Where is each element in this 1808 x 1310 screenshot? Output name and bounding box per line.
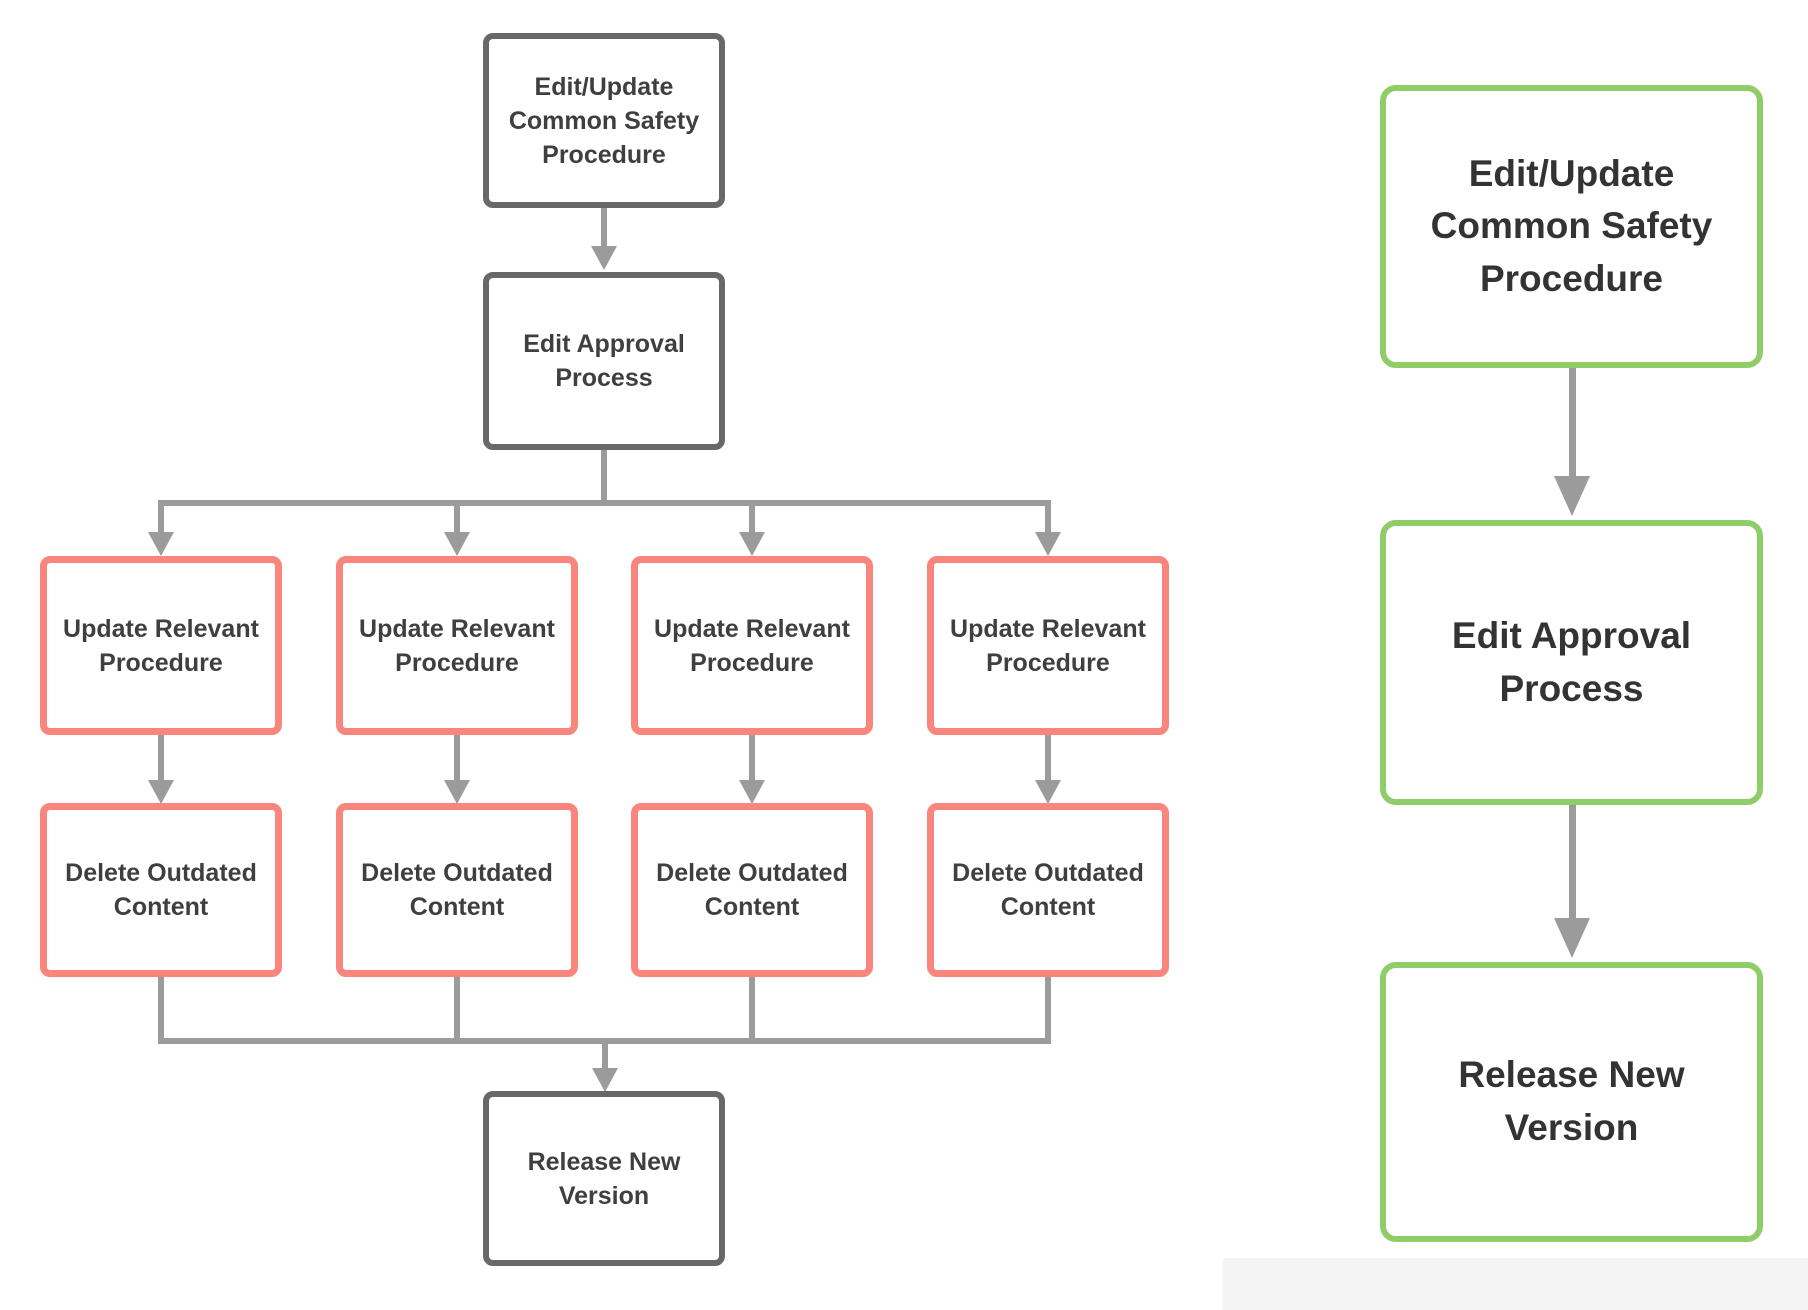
node-edit-update-common-safety-procedure: Edit/Update Common Safety Procedure bbox=[483, 33, 725, 208]
connector-start-to-approval bbox=[601, 208, 607, 248]
connector-branch-drop-3 bbox=[749, 503, 755, 534]
node-release-new-version: Release New Version bbox=[483, 1091, 725, 1266]
node-update-relevant-procedure-2: Update Relevant Procedure bbox=[336, 556, 578, 735]
connector-branch-drop-4 bbox=[1045, 503, 1051, 534]
connector-merge-stub-4 bbox=[1045, 977, 1051, 1044]
arrowhead-icon bbox=[592, 1068, 618, 1092]
arrowhead-icon bbox=[739, 780, 765, 804]
node-delete-outdated-content-4: Delete Outdated Content bbox=[927, 803, 1169, 977]
node-update-relevant-procedure-1: Update Relevant Procedure bbox=[40, 556, 282, 735]
connector-branch-drop-1 bbox=[158, 503, 164, 534]
connector-merge-stub-1 bbox=[158, 977, 164, 1044]
connector-branch-line bbox=[158, 500, 1051, 506]
node-delete-outdated-content-2: Delete Outdated Content bbox=[336, 803, 578, 977]
right-connector-approval-to-release bbox=[1569, 805, 1576, 920]
arrowhead-icon bbox=[444, 780, 470, 804]
arrowhead-icon bbox=[1035, 780, 1061, 804]
arrowhead-icon bbox=[148, 780, 174, 804]
connector-merge-stub-3 bbox=[749, 977, 755, 1044]
arrowhead-icon bbox=[148, 532, 174, 556]
right-connector-start-to-approval bbox=[1569, 368, 1576, 478]
connector-update-to-delete-3 bbox=[749, 735, 755, 782]
arrowhead-icon bbox=[739, 532, 765, 556]
arrowhead-icon bbox=[1035, 532, 1061, 556]
connector-branch-drop-2 bbox=[454, 503, 460, 534]
connector-update-to-delete-2 bbox=[454, 735, 460, 782]
arrowhead-icon bbox=[1554, 918, 1590, 958]
connector-merge-to-release bbox=[602, 1044, 608, 1070]
node-update-relevant-procedure-4: Update Relevant Procedure bbox=[927, 556, 1169, 735]
right-node-edit-approval-process: Edit Approval Process bbox=[1380, 520, 1763, 805]
connector-merge-line bbox=[158, 1038, 1051, 1044]
node-edit-approval-process: Edit Approval Process bbox=[483, 272, 725, 450]
connector-update-to-delete-4 bbox=[1045, 735, 1051, 782]
connector-approval-stem bbox=[601, 450, 607, 506]
node-delete-outdated-content-3: Delete Outdated Content bbox=[631, 803, 873, 977]
connector-merge-stub-2 bbox=[454, 977, 460, 1044]
connector-update-to-delete-1 bbox=[158, 735, 164, 782]
right-node-edit-update-common-safety-procedure: Edit/Update Common Safety Procedure bbox=[1380, 85, 1763, 368]
background-strip bbox=[1223, 1258, 1808, 1310]
arrowhead-icon bbox=[591, 246, 617, 270]
arrowhead-icon bbox=[444, 532, 470, 556]
node-update-relevant-procedure-3: Update Relevant Procedure bbox=[631, 556, 873, 735]
node-delete-outdated-content-1: Delete Outdated Content bbox=[40, 803, 282, 977]
arrowhead-icon bbox=[1554, 476, 1590, 516]
right-node-release-new-version: Release New Version bbox=[1380, 962, 1763, 1242]
